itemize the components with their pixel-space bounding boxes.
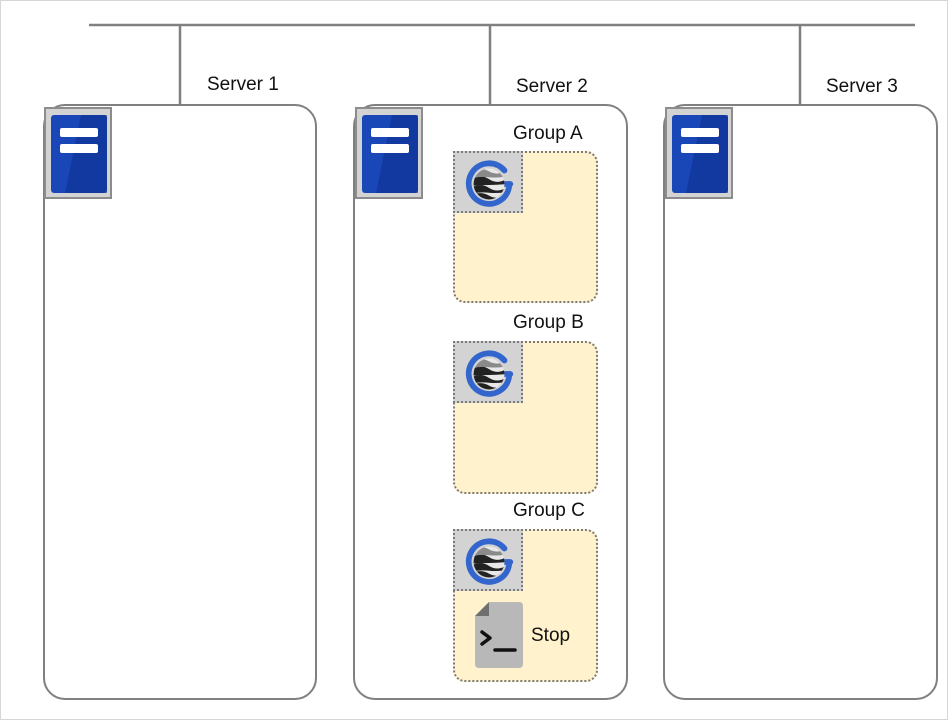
group-a-label: Group A bbox=[513, 123, 583, 144]
group-b-label: Group B bbox=[513, 312, 584, 333]
server-icon bbox=[355, 107, 423, 199]
group-c-label: Group C bbox=[513, 500, 585, 521]
server-3-box bbox=[663, 104, 938, 700]
server-1-label: Server 1 bbox=[207, 74, 279, 95]
group-logo-icon bbox=[453, 341, 523, 403]
server-3-label: Server 3 bbox=[826, 76, 898, 97]
server-icon bbox=[44, 107, 112, 199]
server-1-box bbox=[43, 104, 317, 700]
group-logo-icon bbox=[453, 151, 523, 213]
server-2-label: Server 2 bbox=[516, 76, 588, 97]
script-file-icon bbox=[475, 602, 523, 668]
server-icon bbox=[665, 107, 733, 199]
script-label: Stop bbox=[531, 625, 571, 646]
group-logo-icon bbox=[453, 529, 523, 591]
